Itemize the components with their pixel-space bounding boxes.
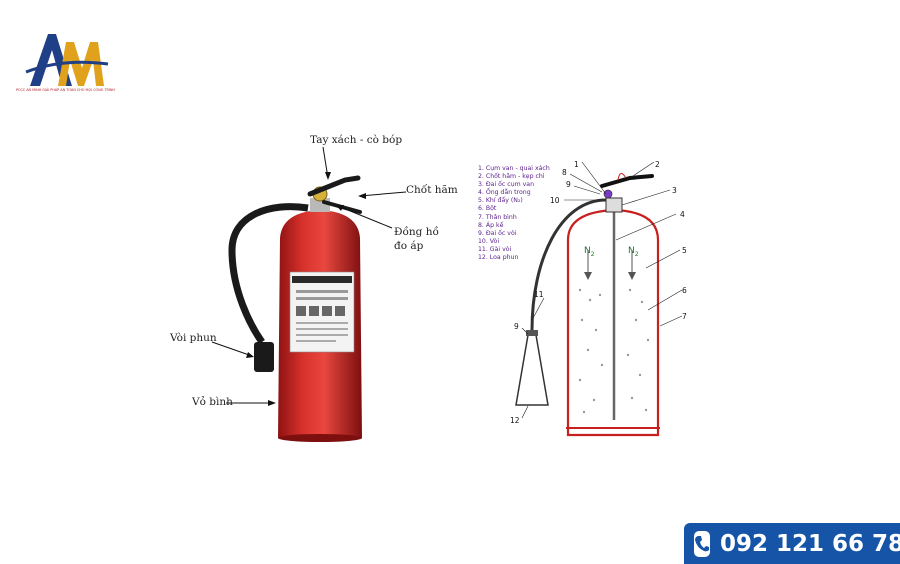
callout-1: 1 bbox=[574, 160, 579, 169]
label-body: Vỏ bình bbox=[192, 396, 233, 408]
legend: 1. Cụm van - quai xách 2. Chốt hãm - kẹp… bbox=[478, 165, 550, 262]
callout-6: 6 bbox=[682, 286, 687, 295]
callout-12: 12 bbox=[510, 416, 520, 425]
callout-9: 9 bbox=[566, 180, 571, 189]
legend-item: 1. Cụm van - quai xách bbox=[478, 165, 550, 172]
brand-logo: PCCC AN MINH GIẢI PHÁP AN TOÀN CHO MỌI C… bbox=[16, 28, 115, 96]
legend-item: 12. Loa phun bbox=[478, 254, 519, 262]
schematic-horn bbox=[515, 334, 549, 406]
legend-item: 4. Ống dẫn trong bbox=[478, 189, 531, 197]
callout-9b: 9 bbox=[514, 322, 519, 331]
logo-tagline: PCCC AN MINH GIẢI PHÁP AN TOÀN CHO MỌI C… bbox=[16, 88, 115, 92]
legend-item: 7. Thân bình bbox=[478, 213, 517, 221]
callout-3: 3 bbox=[672, 186, 677, 195]
label-pin: Chốt hãm bbox=[406, 184, 458, 196]
callout-8: 8 bbox=[562, 168, 567, 177]
phone-number: 092 121 66 78 bbox=[720, 530, 900, 557]
nozzle bbox=[254, 342, 274, 372]
gas-label-left: N2 bbox=[584, 246, 595, 258]
callout-10: 10 bbox=[550, 196, 560, 205]
legend-item: 8. Áp kế bbox=[478, 221, 504, 229]
schematic-hose bbox=[530, 198, 607, 331]
callout-11: 11 bbox=[534, 290, 544, 299]
label-handle: Tay xách - cò bóp bbox=[310, 134, 403, 146]
phone-badge[interactable]: 092 121 66 78 bbox=[684, 523, 900, 564]
label-gauge-2: đo áp bbox=[394, 240, 424, 252]
extinguisher-illustration bbox=[211, 146, 407, 442]
handle bbox=[307, 175, 361, 197]
powder-dots bbox=[578, 288, 650, 414]
gas-label-right: N2 bbox=[628, 246, 639, 258]
callout-4: 4 bbox=[680, 210, 685, 219]
callout-5: 5 bbox=[682, 246, 687, 255]
legend-item: 3. Đai ốc cụm van bbox=[478, 181, 534, 189]
label-gauge-1: Đồng hồ bbox=[394, 226, 439, 238]
am-logo-icon bbox=[25, 34, 109, 86]
phone-icon bbox=[694, 530, 710, 557]
schematic-gauge bbox=[603, 189, 613, 199]
callout-7: 7 bbox=[682, 312, 687, 321]
legend-item: 6. Bột bbox=[478, 205, 497, 213]
legend-item: 2. Chốt hãm - kẹp chì bbox=[478, 173, 545, 181]
callout-2: 2 bbox=[655, 160, 660, 169]
schematic-diagram bbox=[515, 161, 683, 437]
legend-item: 11. Gài vòi bbox=[478, 245, 512, 253]
legend-item: 9. Đai ốc vòi bbox=[478, 229, 517, 237]
legend-item: 5. Khí đẩy (N₂) bbox=[478, 197, 523, 205]
label-hose: Vòi phun bbox=[170, 332, 217, 344]
legend-item: 10. Vòi bbox=[478, 237, 500, 245]
